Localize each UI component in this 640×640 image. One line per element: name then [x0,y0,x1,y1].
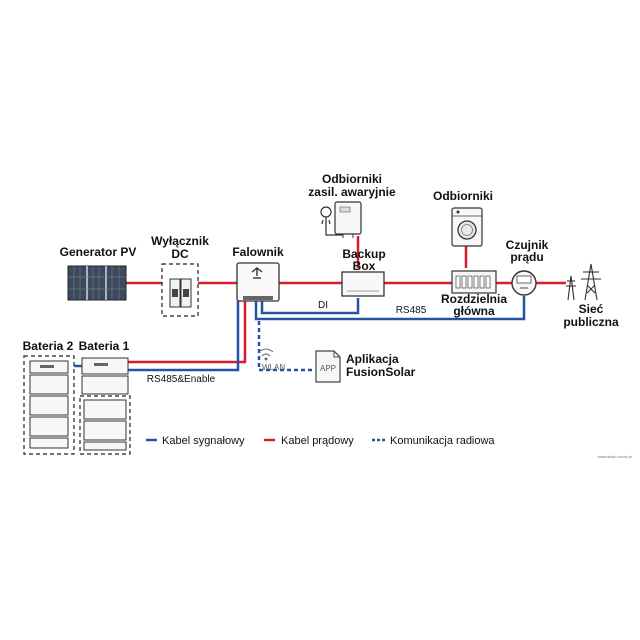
backup-box-label-line1: Backup [342,247,385,261]
signal-cable-di [260,298,360,315]
battery-1-extension-icon [83,399,127,451]
pv-generator-icon [67,265,127,301]
current-sensor-label-line2: prądu [510,250,543,264]
battery-1-outline [79,395,131,455]
app-icon: APP [315,350,341,383]
di-label: DI [318,300,328,311]
legend-power-label: Kabel prądowy [281,435,354,447]
app-label-line1: Aplikacja [346,352,399,366]
main-distribution-label-line2: główna [453,304,495,318]
water-heater-icon [334,201,362,238]
radio-link [257,321,315,372]
current-sensor-icon [511,270,537,296]
legend: Kabel sygnałowy Kabel prądowy Komunikacj… [146,435,495,447]
battery-2-label: Bateria 2 [23,339,74,353]
main-distribution-label-line1: Rozdzielnia [441,292,507,306]
backup-loads-label-line1: Odbiorniki [322,172,382,186]
dc-switch-outline [161,263,199,317]
inverter-icon [236,262,280,302]
grid-label-line1: Sieć [579,302,604,316]
power-cable-inverter-battery [128,301,247,364]
shower-icon [320,206,343,236]
svg-text:APP: APP [320,364,336,373]
battery-1-led [94,363,108,366]
grid-label-line2: publiczna [563,315,619,329]
grid-tower-icon [566,263,601,301]
dc-switch-label-line1: Wyłącznik [151,234,209,248]
rs485-label: RS485 [396,305,427,316]
legend-signal-label: Kabel sygnałowy [162,435,245,447]
battery-2-led [40,365,54,368]
rs485-enable-label: RS485&Enable [147,374,216,385]
signal-cable-rs485 [254,296,526,321]
main-distribution-icon [451,270,497,294]
current-sensor-label-line1: Czujnik [506,238,549,252]
loads-label: Odbiorniki [433,189,493,203]
signal-cable-inverter-battery [128,301,240,372]
pv-generator-label: Generator PV [60,245,137,259]
dc-switch-icon [169,278,192,308]
legend-radio-label: Komunikacja radiowa [390,435,495,447]
inverter-label: Falownik [232,245,284,259]
watermark: www.sklep.xxxxx.pl [598,454,632,459]
power-cables [126,236,566,364]
backup-box-icon [341,271,385,297]
app-label-line2: FusionSolar [346,365,416,379]
wlan-label: WLAN [262,363,285,372]
washing-machine-icon [451,207,483,247]
wifi-icon [258,348,274,361]
dc-switch-label-line2: DC [171,247,189,261]
backup-loads-label-line2: zasil. awaryjnie [308,185,396,199]
signal-cables [74,296,526,372]
battery-1-label: Bateria 1 [79,339,130,353]
backup-box-label-line2: Box [353,259,376,273]
battery-2-outline [23,355,75,455]
battery-2-icon [29,360,69,449]
radio-cable-inverter-app [257,321,315,372]
